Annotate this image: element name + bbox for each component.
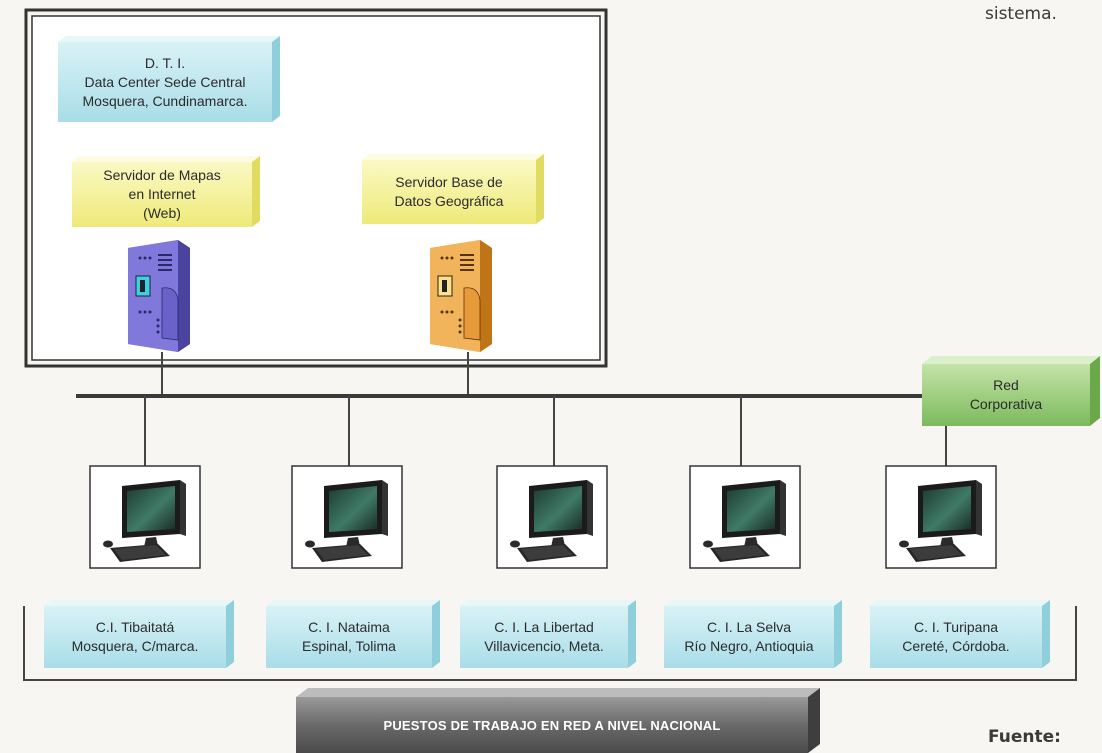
- desktop-computer-icon: [510, 480, 593, 562]
- corporate-network-box: [922, 356, 1100, 426]
- desktop-computer-icon: [305, 480, 388, 562]
- workstation-label-box: [266, 600, 440, 668]
- map-server-label-box: [72, 156, 260, 227]
- workstation-frame: [291, 465, 403, 569]
- workstation-frame: [689, 465, 801, 569]
- workstations: [89, 465, 997, 569]
- nationwide-banner-label: PUESTOS DE TRABAJO EN RED A NIVEL NACION…: [383, 717, 721, 733]
- workstation-labels: [44, 600, 1050, 668]
- source-label: Fuente:: [988, 727, 1061, 747]
- workstation-label-box: [664, 600, 842, 668]
- workstation-frame: [496, 465, 608, 569]
- nationwide-banner-box: [296, 688, 820, 753]
- dti-box: [58, 36, 280, 122]
- server-connectors: [161, 352, 469, 395]
- workstation-bracket: [23, 606, 1077, 681]
- desktop-computer-icon: [703, 480, 786, 562]
- desktop-computer-icon: [899, 480, 982, 562]
- workstation-frame: [89, 465, 201, 569]
- server-tower-icon: [128, 240, 190, 352]
- workstation-frame: [885, 465, 997, 569]
- workstation-label-box: [44, 600, 234, 668]
- geo-db-server-label-box: [362, 154, 544, 224]
- workstation-label-box: [460, 600, 636, 668]
- desktop-computer-icon: [103, 480, 186, 562]
- workstation-drops: [144, 396, 742, 466]
- header-fragment: sistema.: [985, 4, 1057, 24]
- server-tower-icon: [430, 240, 492, 352]
- workstation-label-box: [870, 600, 1050, 668]
